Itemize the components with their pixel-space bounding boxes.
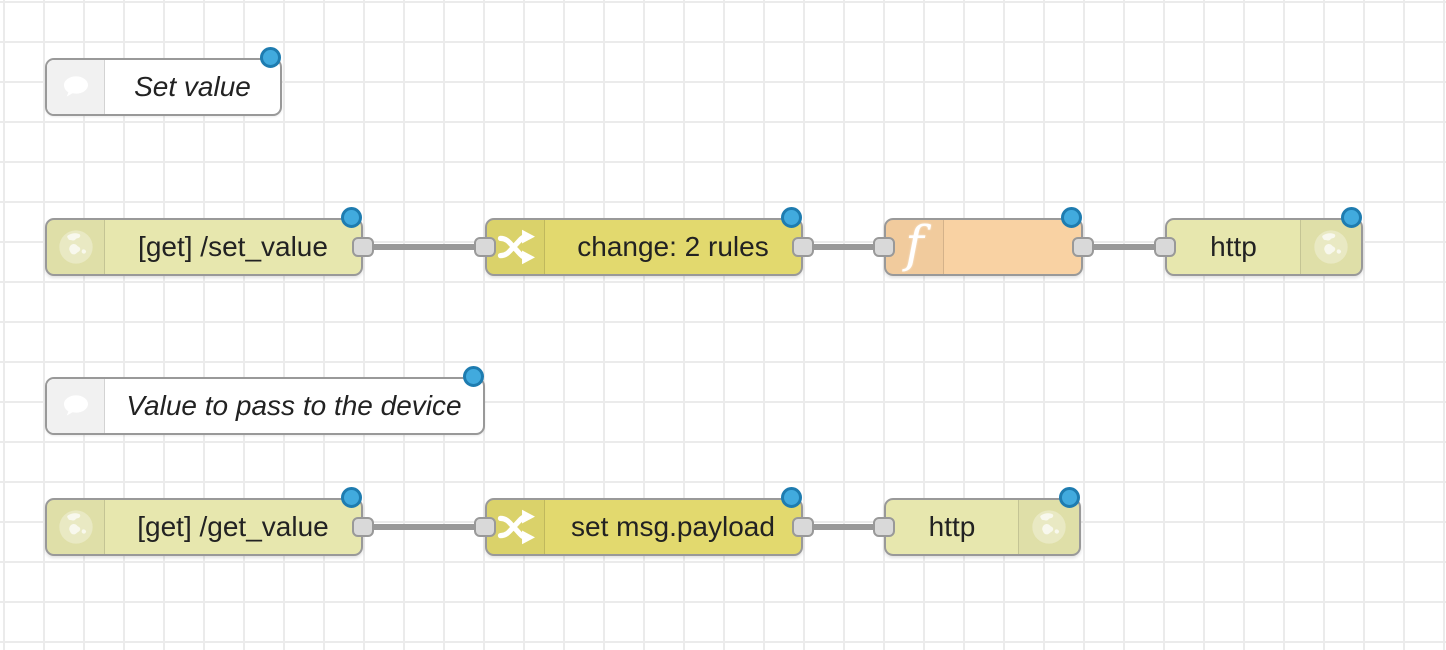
output-port[interactable] [792, 237, 814, 257]
node-label: http [1210, 231, 1257, 262]
changed-badge [781, 487, 802, 508]
wire[interactable] [362, 524, 488, 530]
output-port[interactable] [792, 517, 814, 537]
node-http-in-get-value[interactable]: [get] /get_value [45, 487, 374, 556]
comment-icon [47, 60, 105, 114]
wire[interactable] [800, 244, 888, 250]
globe-icon [47, 220, 105, 274]
wire[interactable] [800, 524, 888, 530]
changed-badge [1341, 207, 1362, 228]
node-http-response-1[interactable]: http [1154, 207, 1363, 276]
node-http-in-set-value[interactable]: [get] /set_value [45, 207, 374, 276]
function-icon: f [886, 219, 944, 274]
node-label: [get] /get_value [137, 511, 329, 542]
node-label: set msg.payload [571, 511, 775, 542]
input-port[interactable] [1154, 237, 1176, 257]
node-label: Set value [134, 71, 251, 102]
node-comment-value-to-pass[interactable]: Value to pass to the device [45, 366, 485, 435]
node-change-set-msg-payload[interactable]: set msg.payload [474, 487, 814, 556]
node-http-response-2[interactable]: http [873, 487, 1081, 556]
changed-badge [1059, 487, 1080, 508]
output-port[interactable] [352, 517, 374, 537]
input-port[interactable] [474, 517, 496, 537]
changed-badge [341, 487, 362, 508]
changed-badge [1061, 207, 1082, 228]
changed-badge [260, 47, 281, 68]
wire[interactable] [1080, 244, 1170, 250]
changed-badge [463, 366, 484, 387]
node-label [944, 220, 1081, 274]
input-port[interactable] [873, 237, 895, 257]
node-change-2-rules[interactable]: change: 2 rules [474, 207, 814, 276]
output-port[interactable] [1072, 237, 1094, 257]
node-label: http [928, 511, 976, 542]
changed-badge [341, 207, 362, 228]
changed-badge [781, 207, 802, 228]
node-function-blank[interactable]: f [873, 207, 1094, 276]
shuffle-icon [487, 500, 545, 554]
globe-icon [47, 500, 105, 554]
node-label: change: 2 rules [577, 231, 769, 262]
node-label: Value to pass to the device [126, 390, 462, 421]
comment-icon [47, 379, 105, 433]
input-port[interactable] [474, 237, 496, 257]
shuffle-icon [487, 220, 545, 274]
globe-icon [1018, 500, 1079, 554]
wire[interactable] [362, 244, 488, 250]
node-label: [get] /set_value [138, 231, 328, 262]
output-port[interactable] [352, 237, 374, 257]
node-comment-set-value[interactable]: Set value [45, 47, 282, 116]
globe-icon [1300, 220, 1361, 274]
input-port[interactable] [873, 517, 895, 537]
